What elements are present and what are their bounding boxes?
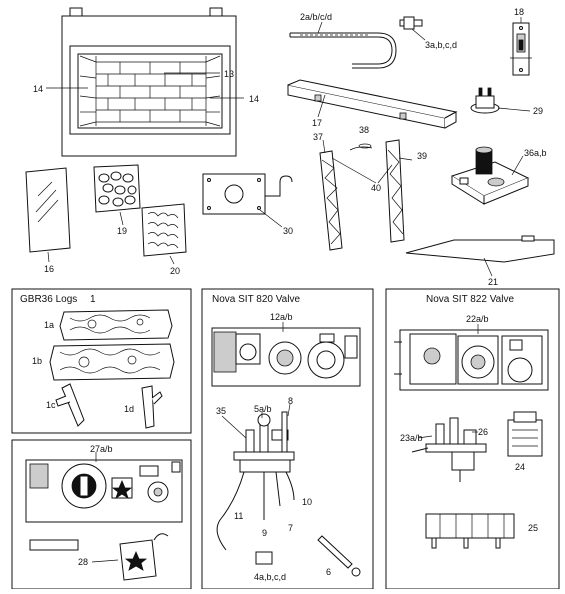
firebox-illustration bbox=[46, 7, 244, 157]
sit822-valve-illustration bbox=[394, 324, 549, 391]
label-28: 28 bbox=[78, 557, 88, 567]
ember-bag-illustration bbox=[141, 203, 187, 265]
label-20: 20 bbox=[170, 266, 180, 276]
fitting-illustration bbox=[399, 16, 426, 41]
label-14-right: 14 bbox=[249, 94, 259, 104]
label-2abcd: 2a/b/c/d bbox=[300, 12, 332, 22]
sit820-valve-illustration bbox=[211, 322, 361, 387]
terminal-block-25-illustration bbox=[425, 513, 515, 549]
log-set-illustration bbox=[49, 309, 175, 429]
label-1a: 1a bbox=[44, 320, 54, 330]
logs-panel-frame bbox=[11, 288, 192, 434]
glass-panel-illustration bbox=[25, 167, 71, 263]
label-13: 13 bbox=[224, 69, 234, 79]
pilot-assembly-822-illustration bbox=[411, 417, 487, 482]
label-8: 8 bbox=[288, 396, 293, 406]
label-35: 35 bbox=[216, 406, 226, 416]
label-7: 7 bbox=[288, 523, 293, 533]
mounting-plate-illustration bbox=[202, 173, 293, 228]
logs-panel-number: 1 bbox=[90, 294, 96, 305]
label-26: 26 bbox=[478, 427, 488, 437]
label-12ab: 12a/b bbox=[270, 312, 293, 322]
label-29: 29 bbox=[533, 106, 543, 116]
sit822-panel-title: Nova SIT 822 Valve bbox=[426, 294, 514, 305]
label-1b: 1b bbox=[32, 356, 42, 366]
label-37: 37 bbox=[313, 132, 323, 142]
label-4abcd: 4a,b,c,d bbox=[254, 572, 286, 582]
label-30: 30 bbox=[283, 226, 293, 236]
label-10: 10 bbox=[302, 497, 312, 507]
sit820-panel-title: Nova SIT 820 Valve bbox=[212, 294, 300, 305]
label-27ab: 27a/b bbox=[90, 444, 113, 454]
wall-switch-illustration bbox=[510, 17, 532, 76]
thermodisc-illustration bbox=[470, 87, 531, 114]
label-39: 39 bbox=[417, 151, 427, 161]
cable-28-illustration bbox=[29, 533, 169, 581]
ember-strips-illustration bbox=[319, 139, 413, 251]
floor-panel-illustration bbox=[405, 235, 555, 277]
label-21: 21 bbox=[488, 277, 498, 287]
label-23ab: 23a/b bbox=[400, 433, 423, 443]
label-14-left: 14 bbox=[33, 84, 43, 94]
label-24: 24 bbox=[515, 462, 525, 472]
connector-24-illustration bbox=[507, 411, 543, 457]
label-3abcd: 3a,b,c,d bbox=[425, 40, 457, 50]
label-11: 11 bbox=[234, 511, 243, 521]
label-5ab: 5a/b bbox=[254, 404, 272, 414]
label-38: 38 bbox=[359, 125, 369, 135]
label-18: 18 bbox=[514, 7, 524, 17]
burner-bracket-illustration bbox=[287, 79, 458, 129]
label-6: 6 bbox=[326, 567, 331, 577]
label-1c: 1c bbox=[46, 400, 56, 410]
control-board-illustration bbox=[25, 452, 183, 523]
label-36ab: 36a,b bbox=[524, 148, 547, 158]
lava-rock-bag-illustration bbox=[93, 164, 141, 226]
label-17: 17 bbox=[312, 118, 322, 128]
logs-panel-title: GBR36 Logs bbox=[20, 294, 77, 305]
label-40: 40 bbox=[371, 183, 381, 193]
pilot-assembly-820-illustration bbox=[216, 403, 361, 577]
remote-receiver-illustration bbox=[450, 146, 530, 205]
label-19: 19 bbox=[117, 226, 127, 236]
label-25: 25 bbox=[528, 523, 538, 533]
label-22ab: 22a/b bbox=[466, 314, 489, 324]
label-9: 9 bbox=[262, 528, 267, 538]
label-1d: 1d bbox=[124, 404, 134, 414]
pilot-tube-illustration bbox=[289, 21, 397, 69]
label-16: 16 bbox=[44, 264, 54, 274]
